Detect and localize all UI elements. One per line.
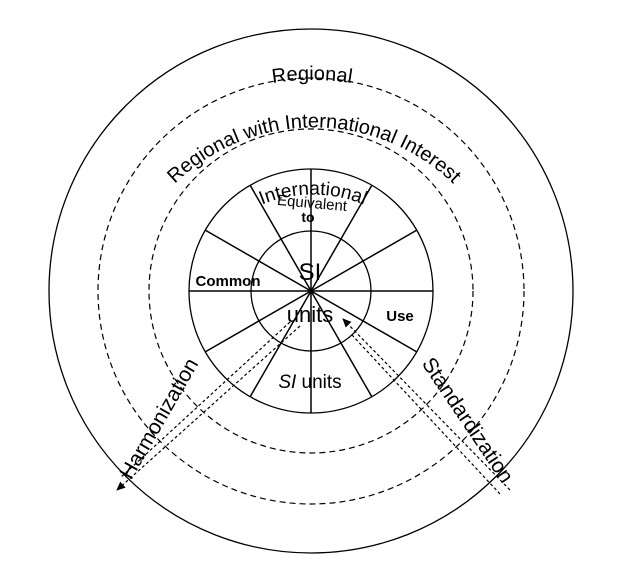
common-label: Common bbox=[196, 273, 261, 290]
spoke-lower-right-2 bbox=[310, 290, 373, 398]
harmonization-arrow-line bbox=[116, 325, 301, 491]
to-label: to bbox=[301, 209, 314, 225]
regional-international-label: Regional with International Interest bbox=[163, 110, 465, 187]
spoke-lower-left-1 bbox=[204, 290, 312, 353]
use-label: Use bbox=[386, 308, 414, 325]
spoke-upper-right-2 bbox=[310, 229, 418, 292]
regional-ring bbox=[48, 28, 574, 554]
international-ring bbox=[148, 128, 474, 454]
spoke-upper-left-1 bbox=[249, 184, 312, 292]
spoke-lower-left-2 bbox=[249, 290, 312, 398]
regional-international-ring bbox=[97, 77, 525, 505]
harmonization-label: Harmonization bbox=[116, 354, 204, 483]
standardization-arrow-line bbox=[342, 318, 511, 491]
sector-spokes bbox=[189, 169, 433, 413]
si-units-lower: SI units bbox=[278, 372, 341, 393]
spoke-lower-right-1 bbox=[310, 290, 418, 353]
standardization-arrow bbox=[342, 318, 511, 495]
harmonization-arrow bbox=[116, 321, 301, 491]
spoke-upper-right-1 bbox=[310, 184, 373, 292]
si-center-label: SI bbox=[299, 259, 322, 286]
regional-label: Regional bbox=[270, 63, 353, 88]
units-center-label: units bbox=[287, 302, 333, 327]
spoke-upper-left-2 bbox=[204, 229, 312, 292]
equivalent-label: Equivalent bbox=[276, 192, 348, 215]
